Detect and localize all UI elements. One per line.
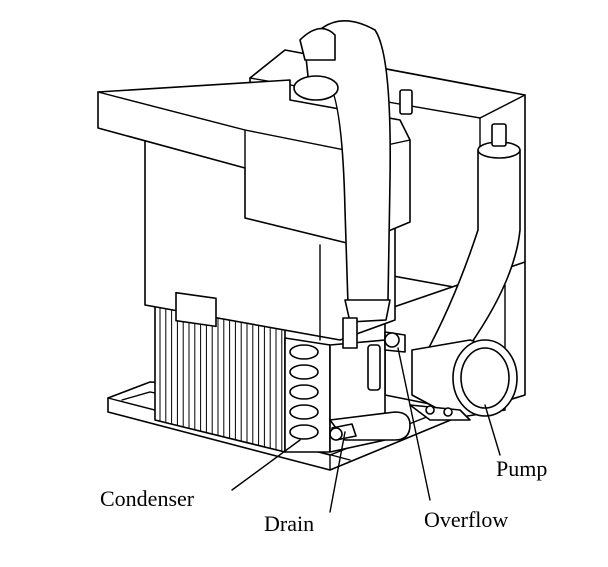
overflow-leader bbox=[397, 347, 431, 501]
overflow-label: Overflow bbox=[424, 507, 508, 532]
insulated-pipe-left bbox=[293, 20, 391, 349]
pump bbox=[409, 339, 518, 421]
pump-leader bbox=[484, 404, 501, 456]
condenser-label: Condenser bbox=[100, 486, 195, 511]
coil-loops bbox=[284, 337, 331, 453]
insulated-pipe-right bbox=[399, 89, 521, 356]
drain-label: Drain bbox=[264, 511, 314, 536]
drain-leader bbox=[329, 431, 346, 513]
top-lid bbox=[97, 79, 411, 246]
leader-lines bbox=[231, 347, 501, 513]
pump-label: Pump bbox=[496, 456, 547, 481]
condenser-leader bbox=[231, 439, 301, 491]
inner-frame bbox=[329, 331, 411, 453]
